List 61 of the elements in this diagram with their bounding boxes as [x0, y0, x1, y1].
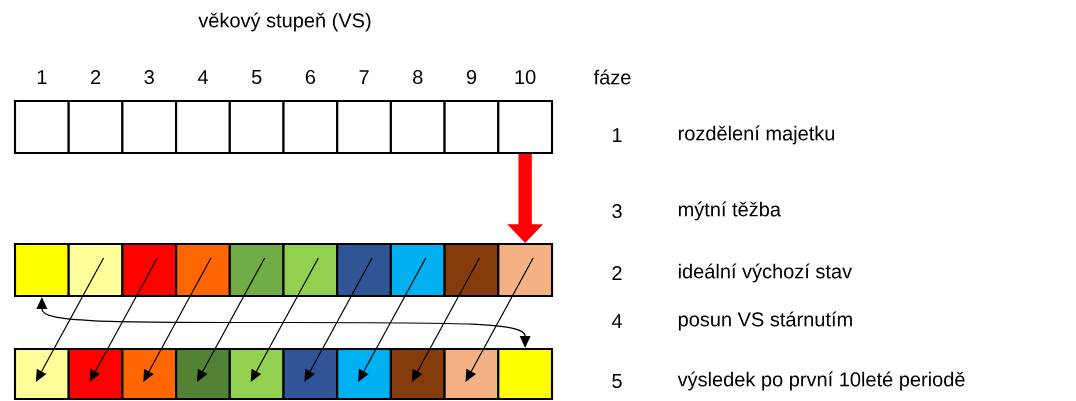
cell-box [13, 347, 70, 401]
phase-number: 3 [612, 203, 622, 219]
phase-number: 1 [612, 128, 622, 142]
cell-box [497, 242, 554, 298]
cell-box [336, 242, 392, 298]
cell-box [13, 242, 70, 298]
cell-box [282, 242, 339, 298]
arrow [250, 257, 319, 382]
cell-box [228, 99, 285, 155]
cell-box [497, 99, 554, 155]
cell-box [121, 347, 178, 401]
arrow [465, 257, 534, 382]
phase-number: 5 [612, 374, 622, 388]
phase-description: výsledek po první 10leté periodě [677, 371, 965, 391]
cell-box [389, 242, 446, 298]
cell-box [336, 99, 392, 155]
arrow [304, 257, 373, 382]
column-number: 8 [413, 69, 423, 85]
phase-description: ideální výchozí stav [678, 263, 853, 283]
cell-box [67, 347, 124, 401]
cell-box [67, 242, 124, 298]
cell-box [443, 242, 500, 298]
phase-heading: fáze [593, 69, 631, 85]
cell-box [175, 99, 231, 155]
arrow [411, 257, 481, 382]
phase-number: 4 [611, 314, 622, 328]
column-number: 2 [91, 70, 101, 84]
column-number: 6 [305, 69, 316, 85]
column-number: 4 [197, 70, 208, 84]
column-number: 7 [359, 70, 369, 84]
cell-box [228, 347, 285, 401]
phase-number: 2 [612, 266, 622, 280]
column-number: 3 [144, 69, 154, 85]
phase-description: posun VS stárnutím [678, 311, 852, 331]
column-number: 5 [251, 70, 262, 84]
cell-box [443, 347, 500, 401]
cell-box [13, 99, 70, 155]
phase-description: rozdělení majetku [678, 125, 835, 145]
cell-box [497, 347, 554, 401]
cell-box [175, 242, 231, 298]
axis-title: věkový stupeň (VS) [198, 12, 371, 32]
arrow [89, 257, 158, 382]
cell-box [67, 99, 124, 155]
arrow [358, 257, 427, 382]
cell-box [282, 347, 339, 401]
cell-box [443, 99, 500, 155]
cell-box [228, 242, 285, 298]
cell-box [336, 347, 392, 401]
phase-description: mýtní těžba [678, 201, 781, 221]
column-number: 1 [37, 70, 47, 84]
cell-box [175, 347, 231, 401]
column-number: 10 [515, 69, 536, 85]
cell-box [282, 99, 339, 155]
cell-box [121, 242, 178, 298]
cell-box [121, 99, 178, 155]
arrow [143, 257, 212, 382]
column-number: 9 [466, 69, 477, 85]
arrow [35, 257, 105, 382]
cell-box [389, 99, 446, 155]
cell-box [389, 347, 446, 401]
curved-arrow [36, 297, 531, 348]
